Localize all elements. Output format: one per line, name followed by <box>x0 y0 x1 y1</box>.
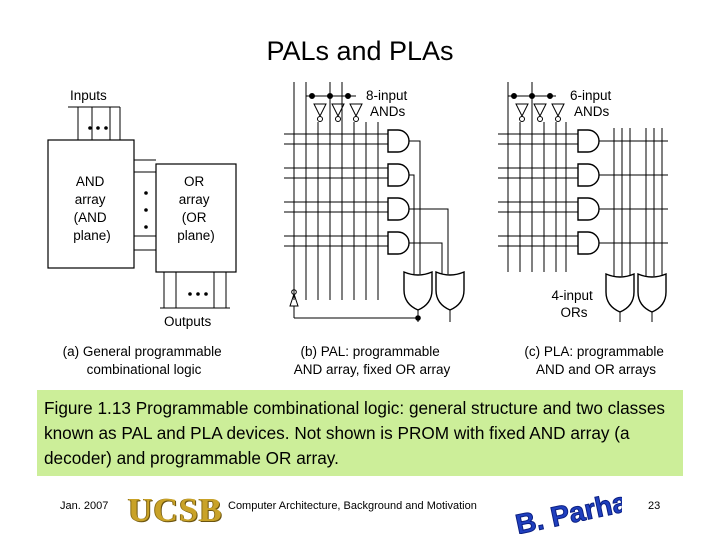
slide-title: PALs and PLAs <box>266 36 454 66</box>
panel-c-pla: 6-input ANDs <box>498 82 668 377</box>
pla-and-label: 6-input ANDs <box>570 88 615 119</box>
figure-caption-box <box>37 390 683 476</box>
parhami-signature-logo: B. Parhami <box>512 486 622 534</box>
figure-caption: Figure 1.13 Programmable combinational l… <box>44 398 665 468</box>
footer-course: Computer Architecture, Background and Mo… <box>228 500 477 512</box>
ucsb-logo: UCSB <box>128 492 223 529</box>
panel-b-pal: 8-input ANDs <box>284 82 465 377</box>
or-array-box <box>155 163 237 273</box>
pla-or-label: 4-input ORs <box>551 288 596 320</box>
pal-pla-diagram: Inputs AND array (AND plane) OR array (O… <box>47 82 668 377</box>
and-array-box <box>47 139 135 269</box>
inputs-label: Inputs <box>70 88 107 103</box>
svg-text:B. Parhami: B. Parhami <box>513 486 622 534</box>
panel-a-caption: (a) General programmable combinational l… <box>63 344 226 377</box>
panel-a-general-structure: Inputs AND array (AND plane) OR array (O… <box>47 88 237 377</box>
page-number: 23 <box>648 500 661 512</box>
footer-date: Jan. 2007 <box>60 500 109 512</box>
panel-b-caption: (b) PAL: programmable AND array, fixed O… <box>294 344 451 377</box>
pal-and-label: 8-input ANDs <box>366 88 411 119</box>
panel-c-caption: (c) PLA: programmable AND and OR arrays <box>524 344 667 377</box>
or-array-label: OR array (OR plane) <box>177 174 215 243</box>
outputs-label: Outputs <box>164 314 212 329</box>
and-array-label: AND array (AND plane) <box>73 174 111 243</box>
